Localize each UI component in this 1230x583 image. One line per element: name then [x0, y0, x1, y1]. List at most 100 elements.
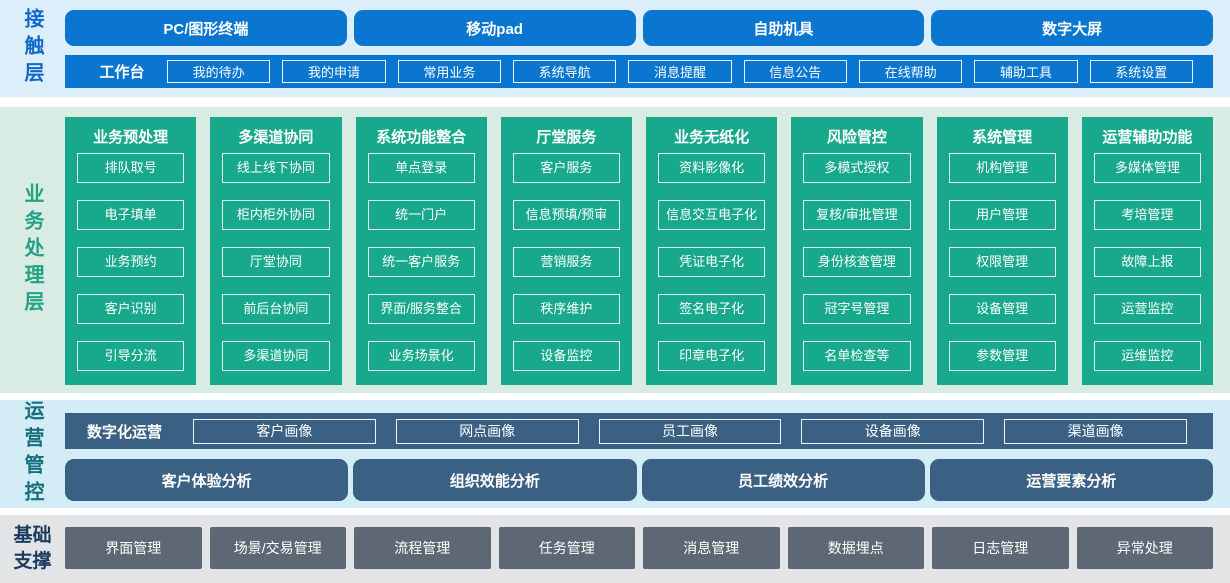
- workbench-label: 工作台: [99, 64, 145, 81]
- portrait-item: 网点画像: [395, 418, 579, 444]
- foundation-box: 流程管理: [354, 527, 491, 569]
- panel-item: 机构管理: [948, 153, 1056, 183]
- portrait-item: 设备画像: [801, 418, 985, 444]
- panel-item: 统一门户: [367, 200, 475, 230]
- operations-layer: 运营管控 数字化运营 客户画像 网点画像 员工画像 设备画像 渠道画像: [0, 400, 1230, 508]
- workbench-item: 辅助工具: [974, 60, 1078, 83]
- channel-box: 自助机具: [642, 10, 925, 46]
- panel-item: 参数管理: [948, 341, 1056, 371]
- business-panel: 多渠道协同 线上线下协同 柜内柜外协同 厅堂协同 前后台协同 多渠道协同: [210, 117, 342, 385]
- business-panel: 风险管控 多模式授权 复核/审批管理 身份核查管理 冠字号管理 名单检查等: [791, 117, 923, 385]
- workbench-item: 在线帮助: [858, 60, 963, 83]
- foundation-layer-label: 基础支撑: [13, 525, 52, 572]
- digital-ops-items: 客户画像 网点画像 员工画像 设备画像 渠道画像: [183, 418, 1197, 444]
- panel-item: 单点登录: [367, 153, 475, 183]
- portrait-item: 客户画像: [193, 418, 376, 444]
- foundation-box: 数据埋点: [787, 527, 924, 569]
- analysis-box: 组织效能分析: [353, 459, 637, 501]
- workbench-item: 系统导航: [512, 60, 617, 83]
- business-panel: 业务无纸化 资料影像化 信息交互电子化 凭证电子化 签名电子化 印章电子化: [646, 117, 778, 385]
- business-panel: 系统功能整合 单点登录 统一门户 统一客户服务 界面/服务整合 业务场景化: [355, 117, 487, 385]
- panel-items: 单点登录 统一门户 统一客户服务 界面/服务整合 业务场景化: [367, 153, 475, 371]
- channel-row: PC/图形终端 移动pad 自助机具 数字大屏: [65, 10, 1213, 46]
- panel-items: 排队取号 电子填单 业务预约 客户识别 引导分流: [77, 153, 185, 371]
- panel-item: 故障上报: [1093, 247, 1201, 277]
- panel-item: 柜内柜外协同: [222, 200, 330, 230]
- workbench-bar: 工作台 我的待办 我的申请 常用业务 系统导航 消息提醒 信息公告 在线帮助: [65, 55, 1213, 88]
- business-panel: 厅堂服务 客户服务 信息预填/预审 营销服务 秩序维护 设备监控: [500, 117, 632, 385]
- business-layer-content: 业务预处理 排队取号 电子填单 业务预约 客户识别 引导分流: [65, 107, 1230, 393]
- business-panels: 业务预处理 排队取号 电子填单 业务预约 客户识别 引导分流: [65, 117, 1213, 385]
- panel-title: 系统功能整合: [376, 129, 467, 146]
- foundation-box: 消息管理: [643, 527, 780, 569]
- workbench-item: 常用业务: [397, 60, 501, 83]
- analysis-box: 运营要素分析: [929, 459, 1213, 501]
- panel-item: 界面/服务整合: [367, 294, 475, 324]
- panel-item: 身份核查管理: [803, 247, 911, 277]
- panel-title: 厅堂服务: [536, 129, 597, 146]
- panel-item: 统一客户服务: [367, 247, 475, 277]
- contact-layer-content: PC/图形终端 移动pad 自助机具 数字大屏 工作台 我的待办 我的申请 常用…: [65, 0, 1230, 97]
- panel-items: 资料影像化 信息交互电子化 凭证电子化 签名电子化 印章电子化: [658, 153, 766, 371]
- business-layer-label: 业务处理层: [21, 182, 43, 318]
- contact-layer: 接触层 PC/图形终端 移动pad 自助机具 数字大屏 工作台 我的待办 我的申…: [0, 0, 1230, 97]
- foundation-layer: 基础支撑 界面管理 场景/交易管理 流程管理 任务管理 消息管理 数据埋点 日志…: [0, 515, 1230, 583]
- panel-item: 厅堂协同: [222, 247, 330, 277]
- panel-title: 业务无纸化: [674, 129, 750, 146]
- business-panel: 系统管理 机构管理 用户管理 权限管理 设备管理 参数管理: [936, 117, 1068, 385]
- analysis-box: 员工绩效分析: [641, 459, 925, 501]
- panel-item: 签名电子化: [658, 294, 766, 324]
- portrait-item: 渠道画像: [1004, 418, 1187, 444]
- panel-items: 多媒体管理 考培管理 故障上报 运营监控 运维监控: [1093, 153, 1201, 371]
- panel-item: 秩序维护: [512, 294, 620, 324]
- business-layer-side: 业务处理层: [0, 107, 65, 393]
- channel-box: 移动pad: [353, 10, 636, 46]
- panel-item: 考培管理: [1093, 200, 1201, 230]
- operations-layer-label: 运营管控: [21, 400, 43, 508]
- panel-item: 资料影像化: [658, 153, 766, 183]
- analysis-box: 客户体验分析: [65, 459, 349, 501]
- foundation-box: 日志管理: [932, 527, 1069, 569]
- foundation-box: 场景/交易管理: [209, 527, 346, 569]
- contact-layer-label: 接触层: [21, 8, 43, 89]
- panel-item: 凭证电子化: [658, 247, 766, 277]
- panel-item: 设备监控: [512, 341, 620, 371]
- channel-box: 数字大屏: [931, 10, 1213, 46]
- panel-item: 营销服务: [512, 247, 620, 277]
- workbench-item: 消息提醒: [628, 60, 732, 83]
- panel-title: 风险管控: [826, 129, 887, 146]
- business-panel: 业务预处理 排队取号 电子填单 业务预约 客户识别 引导分流: [65, 117, 197, 385]
- foundation-box: 任务管理: [498, 527, 635, 569]
- panel-item: 名单检查等: [803, 341, 911, 371]
- panel-item: 印章电子化: [658, 341, 766, 371]
- panel-item: 引导分流: [77, 341, 185, 371]
- panel-item: 排队取号: [77, 153, 185, 183]
- panel-title: 运营辅助功能: [1102, 129, 1193, 146]
- panel-item: 权限管理: [948, 247, 1056, 277]
- portrait-item: 员工画像: [598, 418, 782, 444]
- panel-item: 业务预约: [77, 247, 185, 277]
- layer-divider: [0, 393, 1230, 400]
- panel-item: 线上线下协同: [222, 153, 330, 183]
- digital-ops-label: 数字化运营: [87, 423, 163, 441]
- panel-items: 线上线下协同 柜内柜外协同 厅堂协同 前后台协同 多渠道协同: [222, 153, 330, 371]
- panel-item: 多媒体管理: [1093, 153, 1201, 183]
- business-layer: 业务处理层 业务预处理 排队取号 电子填单 业务预约 客: [0, 107, 1230, 393]
- panel-item: 信息交互电子化: [658, 200, 766, 230]
- panel-item: 多模式授权: [803, 153, 911, 183]
- workbench-item: 系统设置: [1089, 60, 1193, 83]
- panel-item: 复核/审批管理: [803, 200, 911, 230]
- business-panel: 运营辅助功能 多媒体管理 考培管理 故障上报 运营监控 运维监控: [1081, 117, 1213, 385]
- panel-item: 信息预填/预审: [512, 200, 620, 230]
- panel-item: 多渠道协同: [222, 341, 330, 371]
- panel-item: 客户服务: [512, 153, 620, 183]
- digital-ops-bar: 数字化运营 客户画像 网点画像 员工画像 设备画像 渠道画像: [65, 413, 1213, 449]
- panel-item: 冠字号管理: [803, 294, 911, 324]
- workbench-item: 我的申请: [282, 60, 386, 83]
- panel-item: 客户识别: [77, 294, 185, 324]
- workbench-item: 我的待办: [167, 60, 271, 83]
- layer-divider: [0, 97, 1230, 107]
- foundation-box: 异常处理: [1076, 527, 1213, 569]
- panel-items: 多模式授权 复核/审批管理 身份核查管理 冠字号管理 名单检查等: [803, 153, 911, 371]
- contact-layer-side: 接触层: [0, 0, 65, 97]
